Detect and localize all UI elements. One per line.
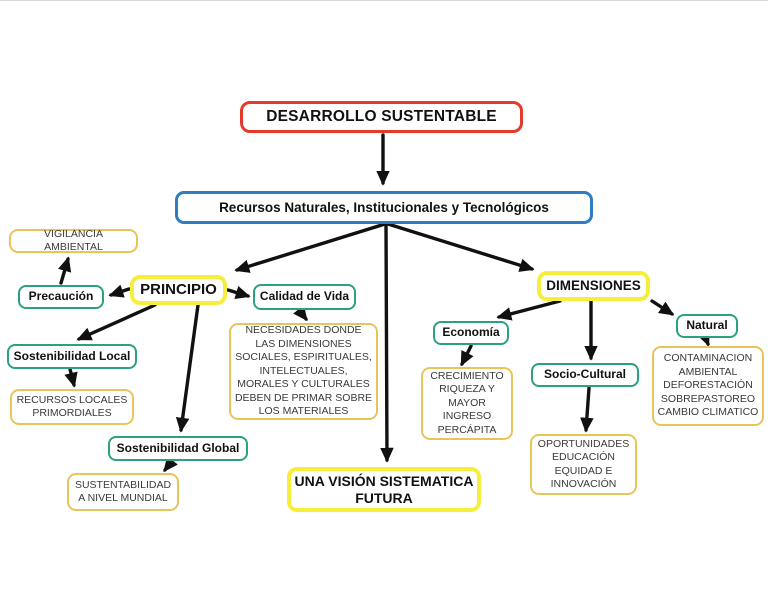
arrow-economia-to-crecimiento: [460, 344, 474, 367]
node-economia: Economía: [433, 321, 509, 345]
node-desarrollo-sustentable: DESARROLLO SUSTENTABLE: [240, 101, 523, 133]
node-calidad-de-vida: Calidad de Vida: [253, 284, 356, 310]
arrow-principio-to-sostenibilidad-global: [175, 303, 200, 433]
arrow-dimensiones-to-economia: [496, 299, 562, 321]
node-vision-sistematica: UNA VISIÓN SISTEMATICA FUTURA: [287, 467, 481, 512]
arrow-recursos-to-principio: [234, 222, 387, 273]
node-precaucion: Precaución: [18, 285, 104, 309]
node-sostenibilidad-global: Sostenibilidad Global: [108, 436, 248, 461]
arrow-principio-to-sostenibilidad-local: [76, 303, 157, 341]
node-socio-cultural: Socio-Cultural: [531, 363, 639, 387]
arrow-calidad-to-necesidades: [293, 305, 308, 322]
node-sostenibilidad-local: Sostenibilidad Local: [7, 344, 137, 369]
arrow-principio-to-precaucion: [108, 284, 131, 298]
arrow-dimensiones-to-natural: [650, 299, 675, 316]
node-dimensiones: DIMENSIONES: [537, 271, 650, 301]
arrow-recursos-to-vision: [380, 222, 394, 463]
node-contaminacion: CONTAMINACION AMBIENTAL DEFORESTACIÓN SO…: [652, 346, 764, 426]
arrow-sostenibilidad-local-to-recursos-locales: [64, 367, 78, 388]
node-vigilancia-ambiental: VIGILANCIA AMBIENTAL: [9, 228, 138, 253]
node-crecimiento: CRECIMIENTO RIQUEZA Y MAYOR INGRESO PERC…: [421, 367, 513, 440]
arrow-precaucion-to-vigilancia: [58, 256, 72, 285]
node-necesidades: NECESIDADES DONDE LAS DIMENSIONES SOCIAL…: [229, 323, 378, 420]
node-recursos-locales: RECURSOS LOCALES PRIMORDIALES: [10, 389, 134, 425]
arrow-principio-to-calidad: [226, 285, 251, 299]
arrow-recursos-to-dimensiones: [386, 222, 535, 272]
arrow-sostenibilidad-global-to-sustentabilidad: [163, 456, 178, 473]
node-recursos-naturales: Recursos Naturales, Institucionales y Te…: [175, 191, 593, 224]
node-principio: PRINCIPIO: [130, 275, 227, 305]
node-sustentabilidad-mundial: SUSTENTABILIDAD A NIVEL MUNDIAL: [67, 473, 179, 511]
node-natural: Natural: [676, 314, 738, 338]
node-oportunidades: OPORTUNIDADES EDUCACIÓN EQUIDAD E INNOVA…: [530, 434, 637, 495]
arrow-socio-cultural-to-oportunidades: [580, 386, 594, 433]
arrow-natural-to-contaminacion: [697, 330, 710, 347]
